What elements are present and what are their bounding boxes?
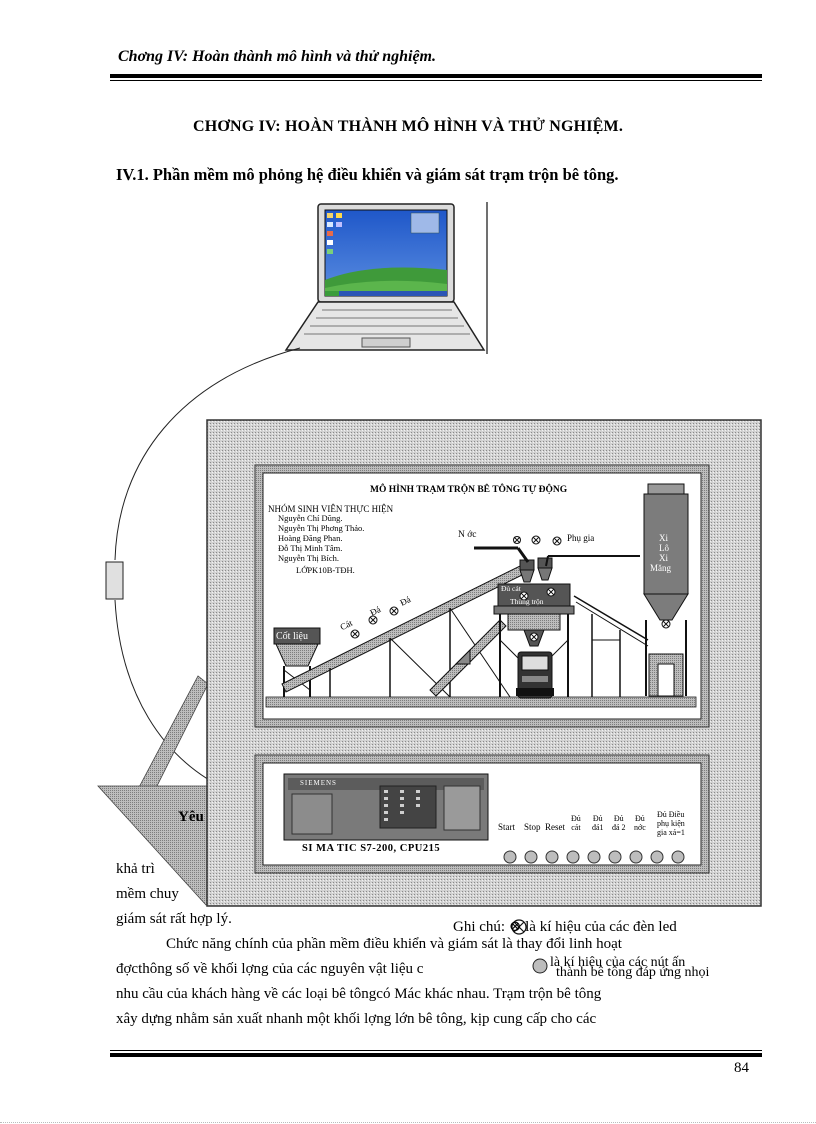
page-number: 84 xyxy=(734,1060,749,1076)
running-header: Chơng IV: Hoàn thành mô hình và thử nghi… xyxy=(118,48,436,65)
indicator-dieu-line3: gia xả=1 xyxy=(657,828,685,837)
paragraph-line-1: Chức năng chính của phần mềm điều khiển … xyxy=(166,936,622,952)
indicator-du-cat-line2: cát xyxy=(571,823,581,832)
round-buttons xyxy=(503,850,685,864)
label-thung-tron: Thùng trộn xyxy=(510,597,544,606)
laptop-icon xyxy=(284,203,486,351)
indicator-du-da2: Đủ đá 2 xyxy=(612,814,626,832)
aggregate-hopper xyxy=(273,627,321,697)
label-xi-mang-4: Măng xyxy=(650,563,671,573)
mixer-truck xyxy=(516,651,554,699)
plc-brand: SIEMENS xyxy=(300,779,337,787)
chapter-title: CHƠNG IV: HOÀN THÀNH MÔ HÌNH VÀ THỬ NGHI… xyxy=(192,118,624,135)
indicator-dieu-phu-kien: Đủ Điều phụ kiện gia xả=1 xyxy=(657,810,685,837)
mixer-tower xyxy=(493,557,649,697)
indicator-du-cat: Đủ cát xyxy=(571,814,581,832)
paragraph-line-3: nhu cầu của khách hàng về các loại bê tô… xyxy=(116,986,602,1002)
indicator-dieu-line2: phụ kiện xyxy=(657,819,685,828)
label-cot-lieu: Cốt liệu xyxy=(276,631,308,642)
group-heading: NHÓM SINH VIÊN THỰC HIỆN xyxy=(268,504,394,514)
cable-top xyxy=(114,347,301,561)
indicator-du-nuoc-line2: nớc xyxy=(634,823,646,832)
header-rule-thick xyxy=(110,74,762,78)
member-1: Nguyễn Chí Dũng. xyxy=(278,513,343,523)
indicator-du-da1: Đủ đá1 xyxy=(592,814,604,832)
water-pipe xyxy=(474,546,530,563)
paragraph-line-4: xây dựng nhằm sản xuất nhanh một khối lợ… xyxy=(116,1011,597,1027)
section-title: IV.1. Phần mềm mô phỏng hệ điều khiển và… xyxy=(116,165,619,184)
label-xi-mang-2: Lô xyxy=(659,543,669,553)
note-button: là kí hiệu của các nút ấn xyxy=(550,955,686,970)
indicator-du-nuoc-line1: Đủ xyxy=(635,814,645,823)
label-xi-mang-1: Xi xyxy=(659,533,668,543)
cable-connector xyxy=(105,561,124,600)
member-5: Nguyễn Thị Bích. xyxy=(278,553,339,563)
member-3: Hoàng Đăng Phan. xyxy=(278,533,343,543)
footer-rule-thick xyxy=(110,1053,762,1057)
paragraph-line-2: đợcthông số về khối lợng của các nguyên … xyxy=(116,961,424,977)
footer-rule-thin xyxy=(110,1050,762,1051)
led-icons xyxy=(350,535,671,642)
label-xi-mang-3: Xi xyxy=(659,553,668,563)
text-fragment-giam-sat: giám sát rất hợp lý. xyxy=(116,911,232,927)
stop-button-label: Stop xyxy=(524,822,541,832)
note-led: Ghi chú: ⊗ là kí hiệu của các đèn led xyxy=(453,919,677,935)
member-2: Nguyễn Thị Phơng Thảo. xyxy=(278,523,365,533)
start-button-label: Start xyxy=(498,822,515,832)
plc-caption: SI MA TIC S7-200, CPU215 xyxy=(302,843,441,854)
header-rule-thin xyxy=(110,80,762,81)
secondary-conveyor xyxy=(429,619,507,697)
indicator-du-da2-line2: đá 2 xyxy=(612,823,626,832)
member-6: LỚPK10B-TĐH. xyxy=(296,565,355,575)
indicator-du-da1-line2: đá1 xyxy=(592,823,604,832)
label-du-cat-box: Đủ cát xyxy=(501,584,521,593)
paragraph-line-2b: thành bê tông đáp ứng nhọi xyxy=(556,965,710,980)
text-fragment-yeu: Yêu xyxy=(178,809,204,825)
additive-pipe xyxy=(545,555,640,567)
display-screen xyxy=(262,472,702,720)
note-led-icon xyxy=(511,919,527,935)
cement-silo xyxy=(643,483,689,697)
reset-button-label: Reset xyxy=(545,822,565,832)
indicator-du-cat-line1: Đủ xyxy=(571,814,581,823)
plc-module xyxy=(283,773,489,841)
indicator-du-da1-line1: Đủ xyxy=(592,814,603,823)
panel-title: MÔ HÌNH TRẠM TRỘN BÊ TÔNG TỰ ĐỘNG xyxy=(370,485,568,495)
text-fragment-mem-chuy: mềm chuy xyxy=(116,886,179,902)
label-nuoc: N ớc xyxy=(458,530,477,540)
label-phu-gia: Phụ gia xyxy=(567,533,595,543)
note-button-icon xyxy=(532,958,548,974)
text-fragment-kha-tri: khả trì xyxy=(116,861,155,877)
indicator-dieu-line1: Đủ Điều xyxy=(657,810,685,819)
indicator-du-nuoc: Đủ nớc xyxy=(634,814,646,832)
indicator-du-da2-line1: Đủ xyxy=(613,814,624,823)
member-4: Đỗ Thị Minh Tâm. xyxy=(278,543,343,553)
